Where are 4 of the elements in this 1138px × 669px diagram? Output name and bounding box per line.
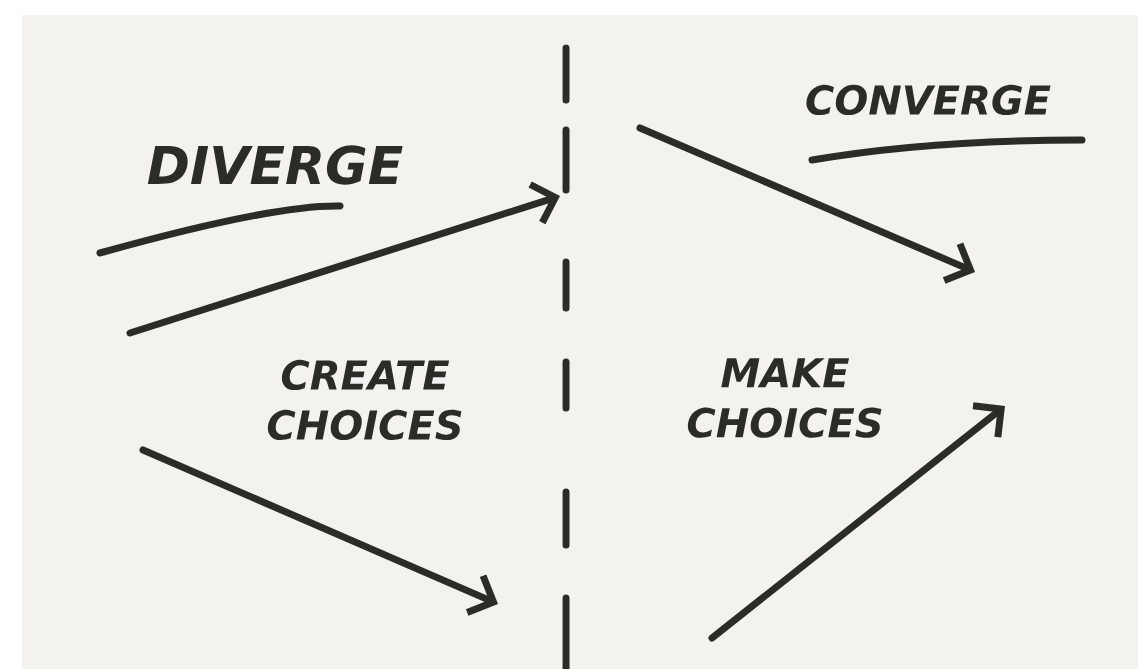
- handwritten-label: CREATE CHOICES: [267, 359, 462, 441]
- handwritten-label: MAKE CHOICES: [687, 358, 882, 438]
- handwritten-label: DIVERGE: [147, 145, 403, 185]
- handwritten-label: CONVERGE: [806, 84, 1051, 116]
